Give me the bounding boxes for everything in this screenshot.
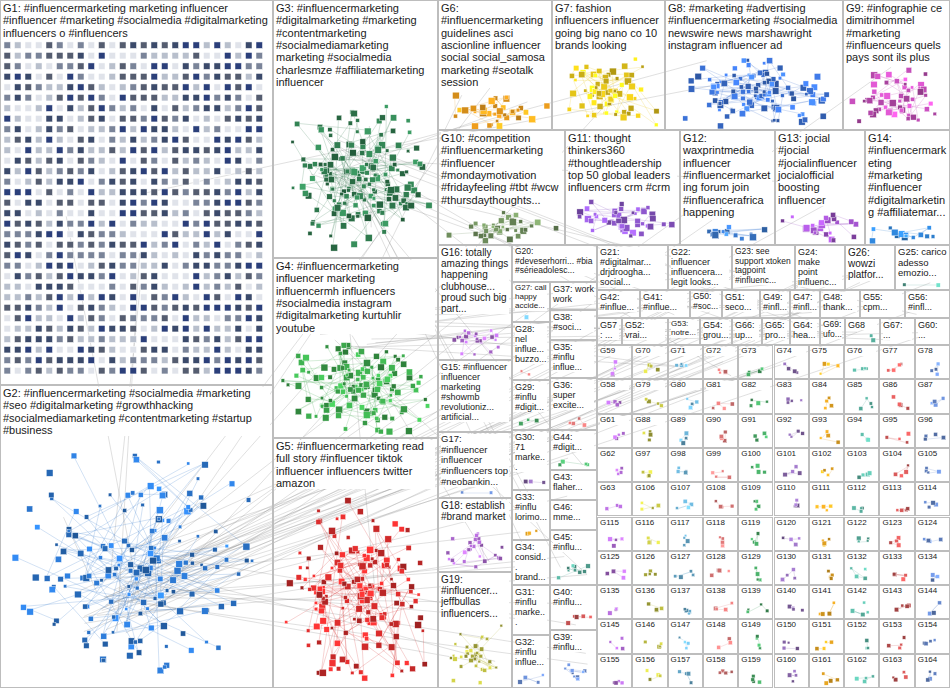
network-canvas: G1: #influencermarketing marketing influ… (0, 0, 950, 688)
